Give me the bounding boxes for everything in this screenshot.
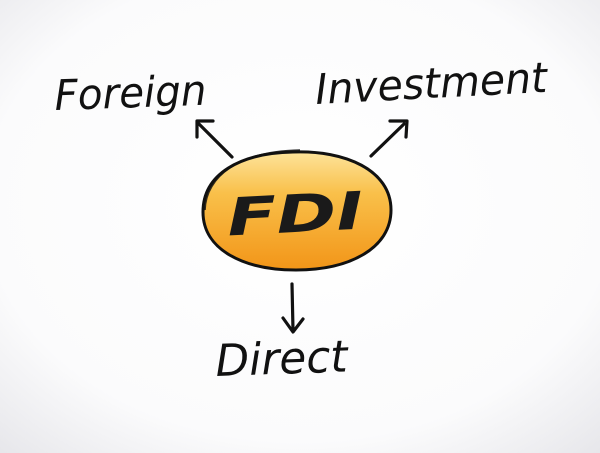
arrow-to-investment [369,119,409,158]
arrow-to-foreign [195,119,234,159]
center-oval [201,150,393,272]
term-foreign: Foreign [54,66,208,120]
term-direct: Direct [215,331,350,387]
arrow-to-direct [281,282,305,334]
center-label: FDI [226,182,365,249]
term-investment: Investment [314,53,550,114]
center-oval-sketch-stroke [204,149,301,211]
center-node: FDI [201,149,393,272]
